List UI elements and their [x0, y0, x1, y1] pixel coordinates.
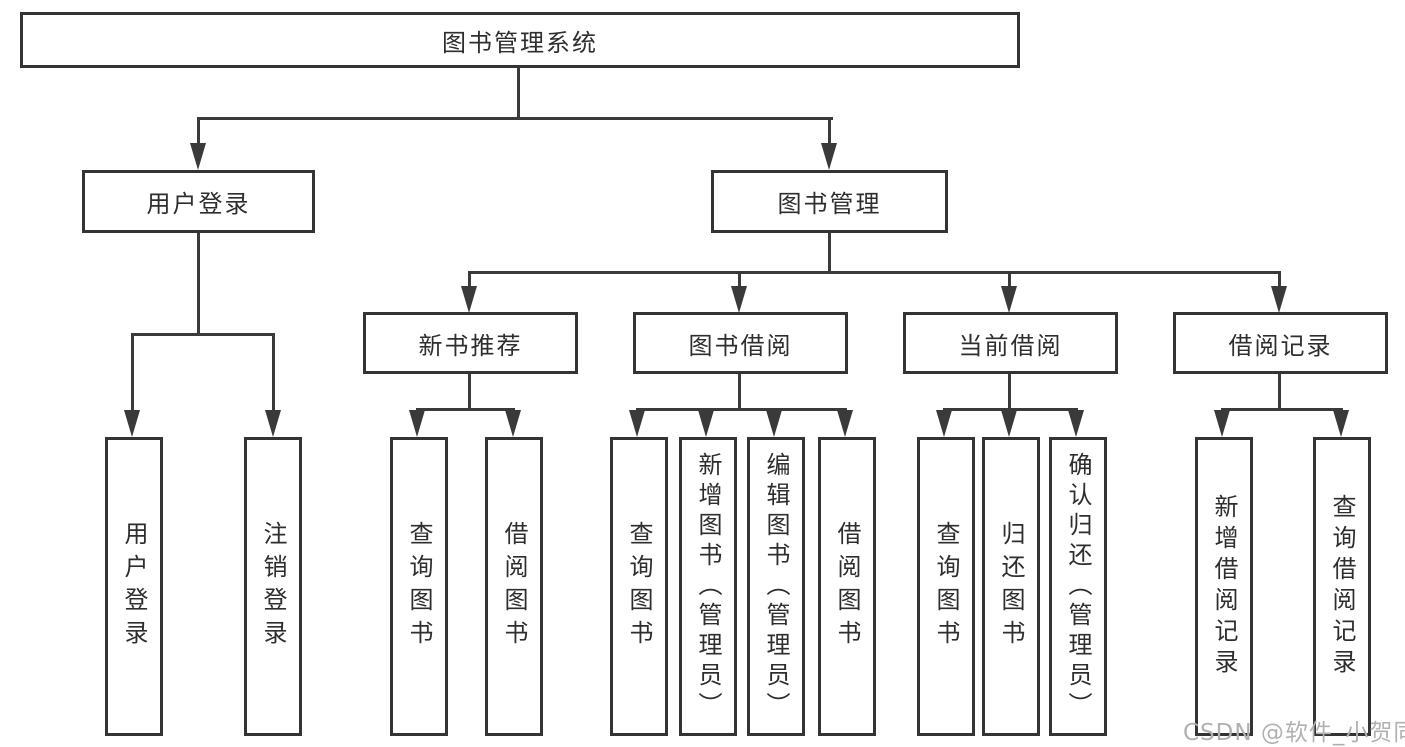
node-book-borrow-label: 图书借阅	[688, 331, 793, 360]
csdn-watermark: CSDN @软件_小贺同学	[1183, 720, 1405, 746]
leaf-borrow-book-recommend: 借阅图书	[485, 437, 543, 736]
arrow-down-icon	[1001, 286, 1017, 313]
arrow-down-icon	[409, 410, 425, 437]
arrow-down-icon	[1214, 410, 1230, 437]
arrow-down-icon	[1068, 410, 1084, 437]
arrow-down-icon	[190, 143, 206, 170]
connector-line	[517, 68, 520, 118]
leaf-confirm-return-admin-label: 确认归还（管理员）	[1064, 451, 1092, 722]
node-user-login: 用户登录	[82, 170, 315, 233]
connector-line	[738, 374, 741, 411]
connector-line	[738, 271, 741, 296]
leaf-query-current-borrow-label: 查询图书	[932, 520, 960, 653]
node-borrow-record: 借阅记录	[1173, 312, 1388, 374]
leaf-user-login: 用户登录	[105, 437, 163, 736]
connector-line	[197, 233, 200, 336]
arrow-down-icon	[821, 143, 837, 170]
connector-line	[636, 408, 847, 411]
node-root-label: 图书管理系统	[442, 28, 598, 57]
arrow-down-icon	[698, 410, 714, 437]
node-book-mgmt-label: 图书管理	[777, 190, 882, 218]
node-current-borrow: 当前借阅	[903, 312, 1118, 374]
leaf-borrow-book-label: 借阅图书	[833, 520, 861, 653]
node-book-mgmt: 图书管理	[711, 170, 948, 233]
leaf-query-borrow-record: 查询借阅记录	[1313, 437, 1371, 736]
connector-line	[272, 333, 275, 413]
connector-line	[131, 333, 134, 413]
arrow-down-icon	[1271, 286, 1287, 313]
connector-line	[1221, 408, 1342, 411]
connector-line	[131, 333, 275, 336]
node-book-borrow: 图书借阅	[633, 312, 848, 374]
connector-line	[197, 117, 833, 120]
leaf-query-book-recommend: 查询图书	[390, 437, 448, 736]
leaf-query-book-borrow: 查询图书	[610, 437, 668, 736]
connector-line	[197, 117, 200, 157]
leaf-query-book-recommend-label: 查询图书	[405, 520, 433, 653]
arrow-down-icon	[1001, 410, 1017, 437]
node-borrow-record-label: 借阅记录	[1228, 331, 1333, 360]
node-current-borrow-label: 当前借阅	[958, 331, 1063, 360]
arrow-down-icon	[936, 410, 952, 437]
connector-line	[416, 408, 515, 411]
node-new-book-recommend: 新书推荐	[363, 312, 578, 374]
arrow-down-icon	[1333, 410, 1349, 437]
connector-line	[828, 117, 831, 157]
arrow-down-icon	[124, 410, 140, 437]
connector-line	[468, 271, 1281, 274]
connector-line	[1008, 374, 1011, 411]
connector-line	[828, 233, 831, 274]
connector-line	[1278, 271, 1281, 296]
leaf-query-current-borrow: 查询图书	[917, 437, 975, 736]
leaf-query-book-borrow-label: 查询图书	[625, 520, 653, 653]
leaf-add-borrow-record: 新增借阅记录	[1195, 437, 1253, 736]
leaf-return-book-label: 归还图书	[997, 520, 1025, 653]
leaf-query-borrow-record-label: 查询借阅记录	[1328, 493, 1356, 680]
arrow-down-icon	[731, 286, 747, 313]
leaf-user-login-label: 用户登录	[120, 520, 148, 653]
arrow-down-icon	[629, 410, 645, 437]
node-new-book-recommend-label: 新书推荐	[418, 331, 523, 360]
connector-line	[1008, 271, 1011, 296]
node-user-login-label: 用户登录	[146, 190, 251, 218]
node-root: 图书管理系统	[20, 12, 1020, 68]
leaf-edit-book-admin: 编辑图书（管理员）	[747, 437, 805, 736]
leaf-confirm-return-admin: 确认归还（管理员）	[1049, 437, 1107, 736]
arrow-down-icon	[461, 286, 477, 313]
connector-line	[1278, 374, 1281, 411]
leaf-logout: 注销登录	[244, 437, 302, 736]
leaf-add-book-admin-label: 新增图书（管理员）	[694, 451, 722, 722]
connector-line	[468, 271, 471, 296]
leaf-add-borrow-record-label: 新增借阅记录	[1210, 493, 1238, 680]
leaf-logout-label: 注销登录	[259, 520, 287, 653]
arrow-down-icon	[837, 410, 853, 437]
arrow-down-icon	[505, 410, 521, 437]
leaf-add-book-admin: 新增图书（管理员）	[679, 437, 737, 736]
leaf-return-book: 归还图书	[982, 437, 1040, 736]
leaf-borrow-book-recommend-label: 借阅图书	[500, 520, 528, 653]
arrow-down-icon	[766, 410, 782, 437]
leaf-edit-book-admin-label: 编辑图书（管理员）	[762, 451, 790, 722]
arrow-down-icon	[265, 410, 281, 437]
connector-line	[468, 374, 471, 411]
leaf-borrow-book: 借阅图书	[818, 437, 876, 736]
